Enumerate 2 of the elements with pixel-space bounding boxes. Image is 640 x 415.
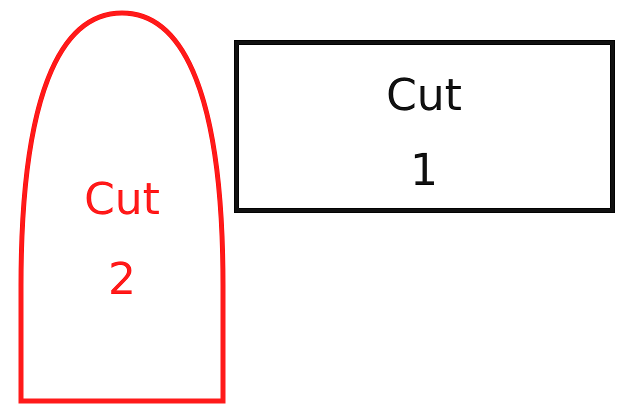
cut-label: Cut 1 (385, 69, 463, 198)
cut-label: Cut 2 (83, 173, 161, 307)
